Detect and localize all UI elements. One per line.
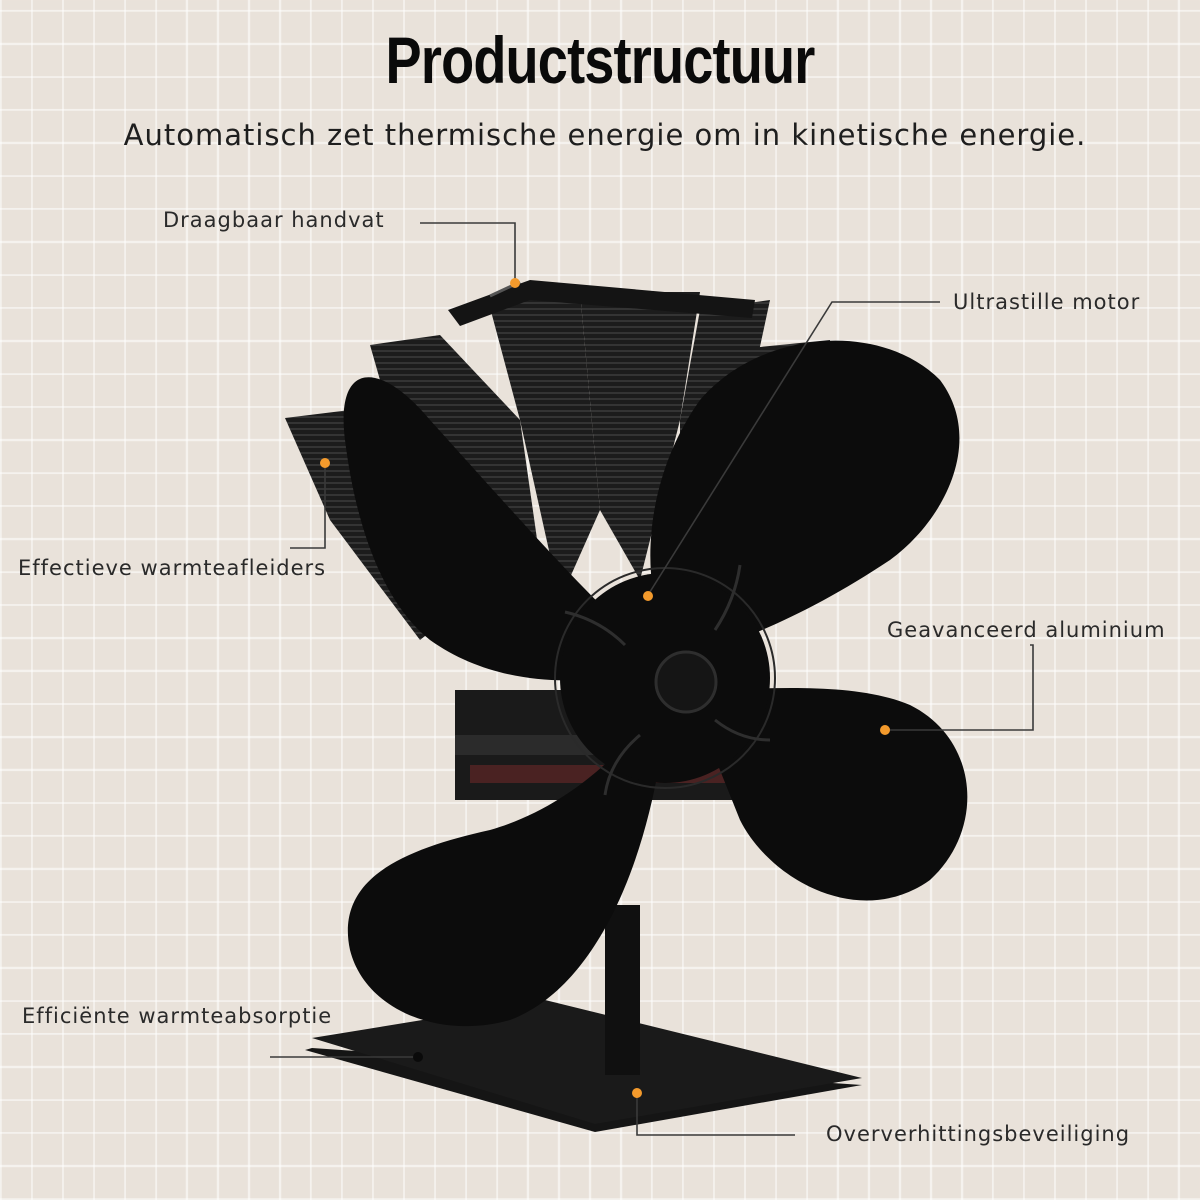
leader-line-aluminium — [885, 644, 1034, 731]
label-heat-absorption: Efficiënte warmteabsorptie — [22, 1004, 333, 1028]
page-subtitle: Automatisch zet thermische energie om in… — [123, 118, 1087, 152]
marker-fins — [320, 458, 330, 468]
marker-handle — [510, 278, 520, 288]
leader-line-motor — [647, 301, 940, 596]
marker-overheat — [632, 1088, 642, 1098]
label-portable-handle: Draagbaar handvat — [163, 208, 385, 232]
leader-line-overheat — [636, 1093, 795, 1136]
marker-motor — [643, 591, 653, 601]
leader-line-handle — [420, 222, 516, 282]
leader-lines — [270, 222, 1034, 1136]
callout-markers — [320, 278, 890, 1098]
marker-absorption — [413, 1052, 423, 1062]
label-overheat-protection: Oververhittingsbeveiliging — [826, 1122, 1131, 1146]
base-plate — [305, 905, 862, 1132]
leader-line-fins — [290, 463, 326, 549]
fan-hub — [554, 564, 776, 796]
label-silent-motor: Ultrastille motor — [953, 290, 1141, 314]
label-advanced-aluminium: Geavanceerd aluminium — [887, 618, 1166, 642]
marker-aluminium — [880, 725, 890, 735]
label-heat-fins: Effectieve warmteafleiders — [18, 556, 327, 580]
page-title: Productstructuur — [385, 23, 816, 97]
